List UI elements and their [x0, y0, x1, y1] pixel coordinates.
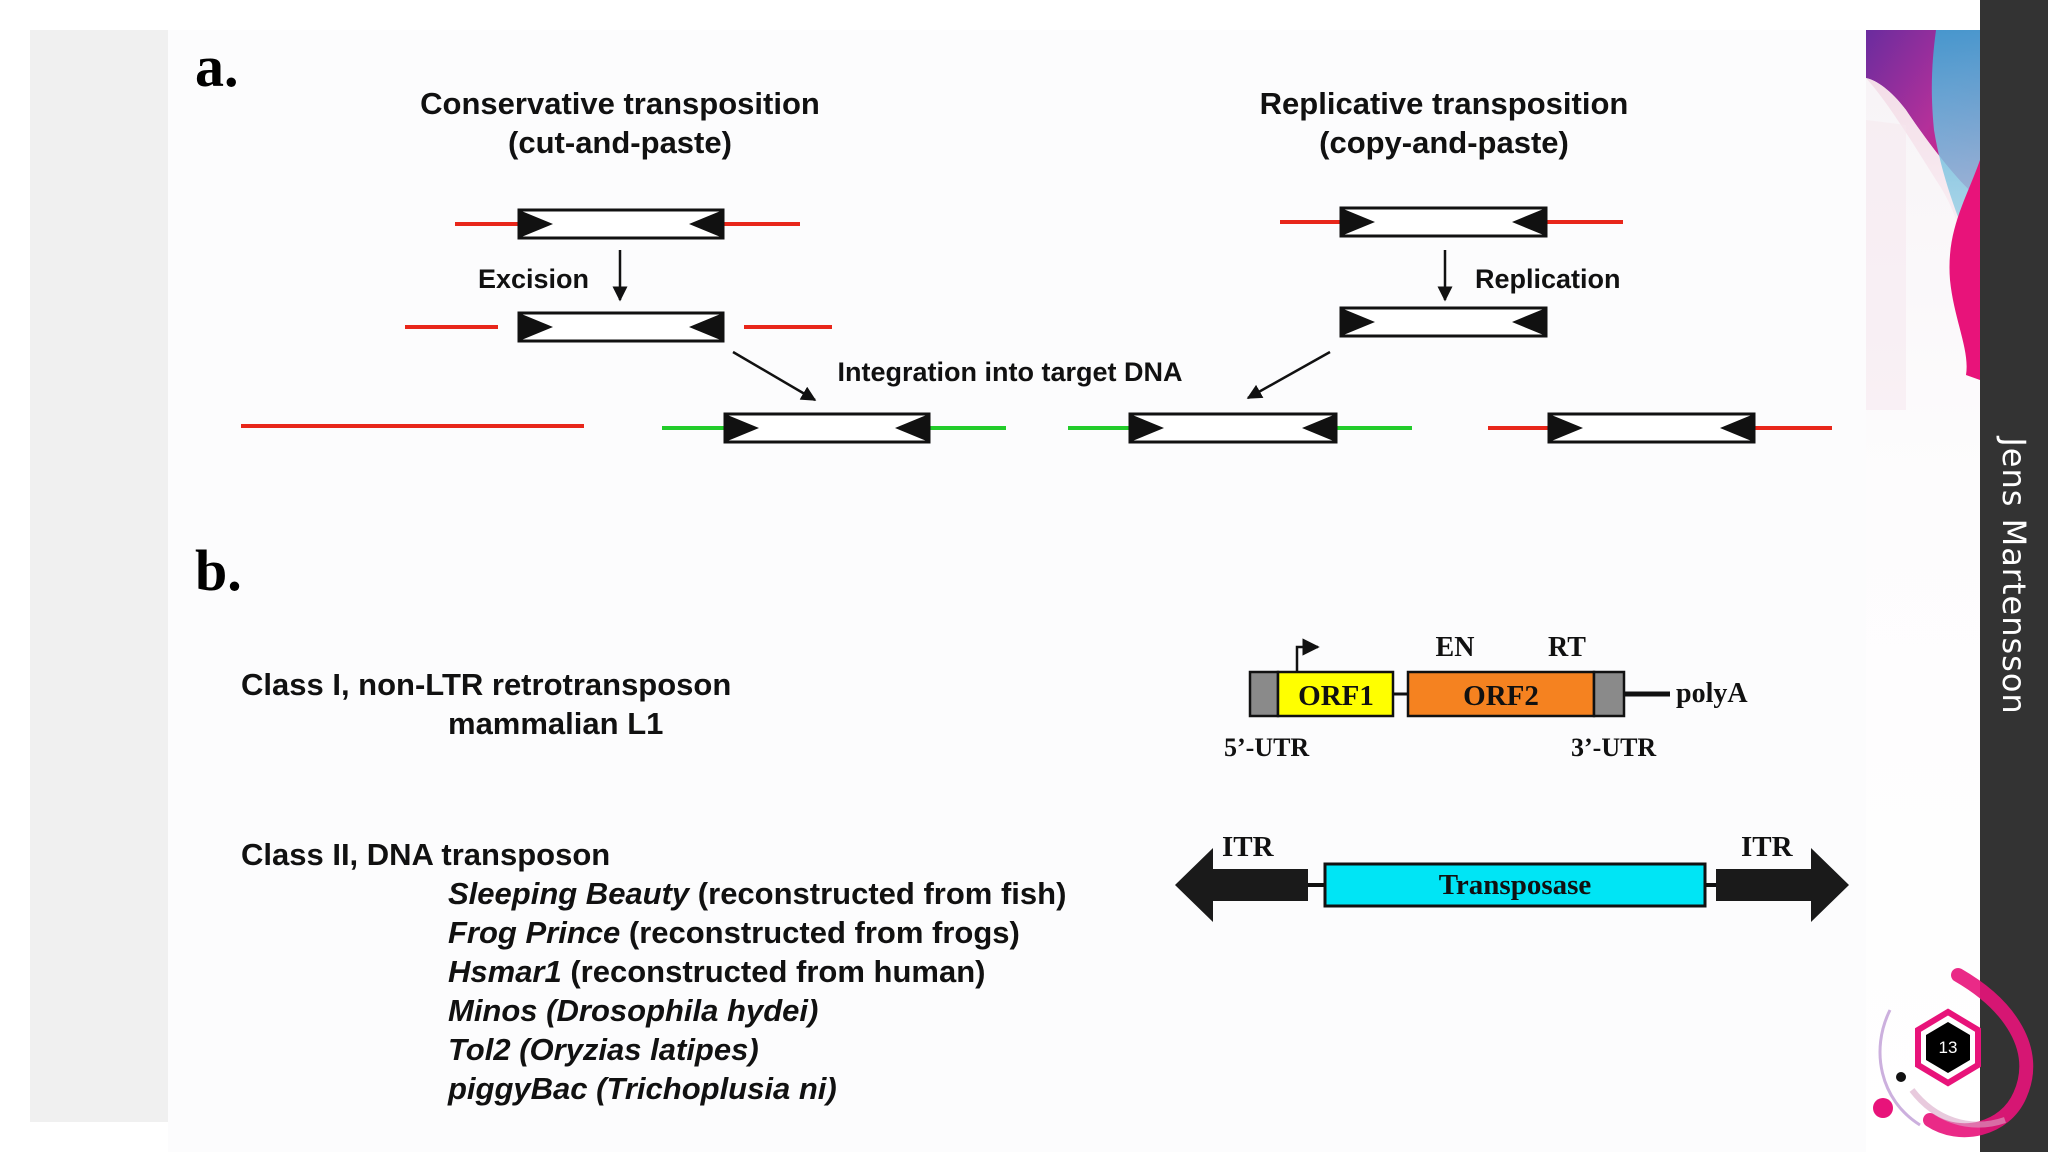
example-minos: Minos (Drosophila hydei): [448, 993, 818, 1028]
utr5-box: [1248, 670, 1280, 718]
itr-right-label: ITR: [1741, 831, 1794, 863]
pink-wave: [1949, 160, 1980, 380]
class2-heading: Class II, DNA transposon: [241, 837, 610, 872]
replicative-subtitle: (copy-and-paste): [1319, 125, 1569, 160]
panel-a-letter: a.: [195, 34, 239, 99]
utr3-box: [1592, 670, 1626, 718]
rt-label: RT: [1548, 632, 1586, 663]
integration-label: Integration into target DNA: [838, 357, 1183, 387]
orf1-box: [1276, 670, 1395, 718]
conservative-title: Conservative transposition: [420, 86, 820, 121]
utr5-label: 5’-UTR: [1224, 733, 1309, 762]
transposase-label: Transposase: [1439, 869, 1592, 901]
transposase-box: [1323, 862, 1707, 908]
example-sleeping-beauty: Sleeping Beauty (reconstructed from fish…: [448, 876, 1066, 911]
orf1-label: ORF1: [1298, 680, 1374, 712]
example-tol2: Tol2 (Oryzias latipes): [448, 1032, 759, 1067]
integration-arrow-right: [1246, 350, 1331, 400]
dna-transposon-diagram: Transposase ITR ITR: [1175, 831, 1849, 922]
replicative-donor-element: [1280, 206, 1623, 238]
retained-donor-element: [1488, 412, 1832, 444]
example-hsmar1: Hsmar1 (reconstructed from human): [448, 954, 985, 989]
page-number: 13: [1939, 1038, 1958, 1057]
conservative-subtitle: (cut-and-paste): [508, 125, 732, 160]
polya-label: polyA: [1676, 678, 1748, 709]
en-label: EN: [1436, 632, 1475, 663]
replicative-title: Replicative transposition: [1260, 86, 1629, 121]
itr-right-arrow: [1716, 848, 1849, 922]
conservative-integrated-element: [662, 412, 1006, 444]
replicated-copy: [1339, 306, 1548, 338]
replication-label: Replication: [1475, 264, 1621, 294]
excision-label: Excision: [478, 264, 589, 294]
replicative-integrated-element: [1068, 412, 1412, 444]
excised-element: [405, 311, 832, 343]
utr3-label: 3’-UTR: [1571, 733, 1656, 762]
promoter-arrow: [1295, 638, 1320, 676]
l1-structure-diagram: ORF1 ORF2 EN RT polyA 5’-UTR 3’-UTR: [1224, 632, 1748, 762]
right-sidebar: [1980, 0, 2048, 1152]
example-frog-prince: Frog Prince (reconstructed from frogs): [448, 915, 1020, 950]
decorative-strip: [1866, 30, 1980, 1152]
integration-arrow-left: [732, 350, 817, 402]
itr-left-label: ITR: [1222, 831, 1275, 863]
page-number-badge: 13: [1873, 968, 2034, 1138]
class1-subheading: mammalian L1: [448, 706, 663, 741]
conservative-donor-element: [455, 208, 800, 240]
panel-b-letter: b.: [195, 538, 242, 603]
class1-heading: Class I, non-LTR retrotransposon: [241, 667, 731, 702]
left-margin-band: [30, 30, 168, 1122]
example-piggybac: piggyBac (Trichoplusia ni): [447, 1071, 837, 1106]
figure-background: [168, 30, 1866, 1152]
itr-left-arrow: [1175, 848, 1308, 922]
orf2-label: ORF2: [1463, 680, 1539, 712]
decorative-shapes: [1866, 30, 1980, 410]
